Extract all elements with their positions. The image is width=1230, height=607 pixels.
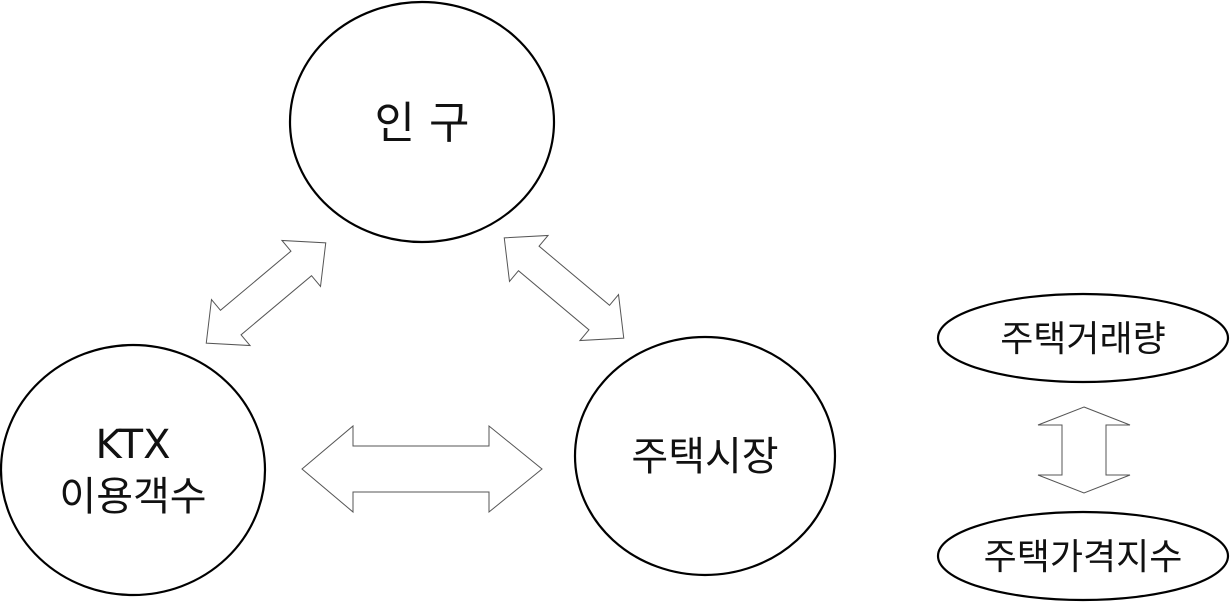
node-housing-market-label: 주택시장 — [631, 434, 778, 480]
node-ktx-ridership: KTX 이용객수 — [0, 343, 267, 597]
node-housing-market: 주택시장 — [573, 335, 837, 577]
arrow-population-housing-market — [503, 234, 625, 342]
node-housing-price-index-label: 주택가격지수 — [984, 537, 1183, 578]
node-population: 인 구 — [288, 0, 556, 244]
arrow-ktx-housing-market — [301, 424, 543, 514]
node-housing-price-index: 주택가격지수 — [936, 510, 1230, 602]
arrow-housing-volume-price-index — [1037, 406, 1131, 494]
node-population-label: 인 구 — [375, 98, 470, 149]
node-ktx-label-line2: 이용객수 — [59, 474, 206, 520]
node-ktx-label-line1: KTX — [96, 422, 171, 468]
node-housing-volume: 주택거래량 — [936, 292, 1230, 384]
node-housing-volume-label: 주택거래량 — [1000, 319, 1166, 360]
arrow-population-ktx — [205, 239, 327, 347]
